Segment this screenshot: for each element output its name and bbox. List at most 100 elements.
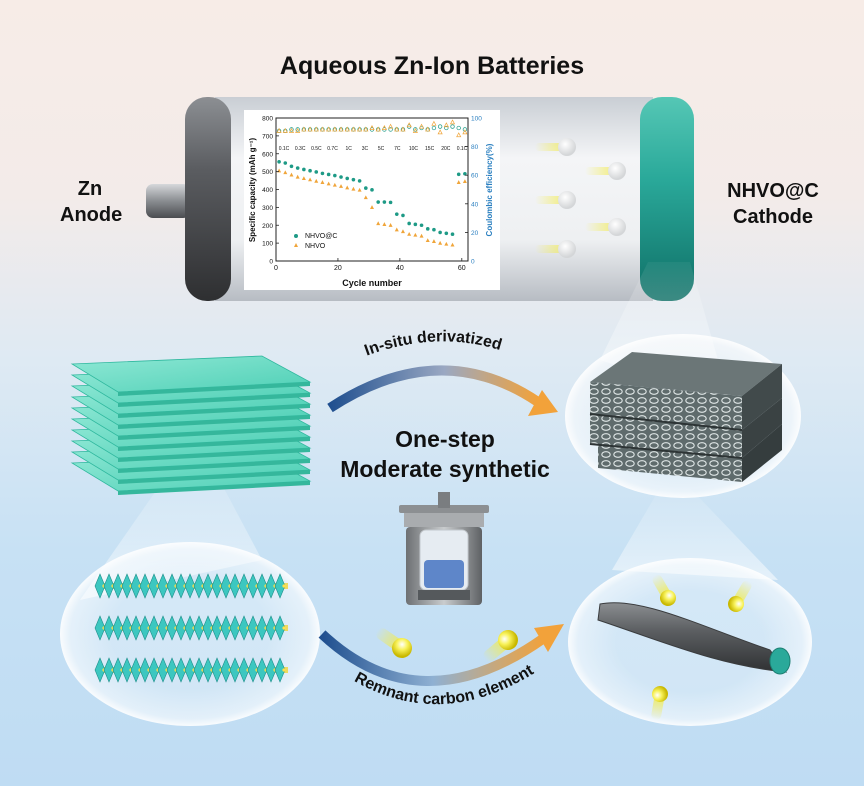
data-point: [419, 233, 424, 238]
data-point: [413, 127, 418, 132]
crystal-row: [94, 573, 288, 599]
rate-label: 0.1C: [457, 146, 468, 152]
data-point: [308, 177, 313, 182]
rate-label: 1C: [346, 146, 353, 152]
data-point: [319, 126, 326, 132]
data-point: [438, 230, 442, 235]
data-point: [400, 229, 405, 234]
data-point: [289, 127, 294, 132]
data-point: [443, 122, 449, 128]
synthesis-label-line2: Moderate synthetic: [340, 456, 550, 482]
data-point: [462, 179, 467, 184]
data-point: [388, 223, 393, 227]
data-point: [407, 231, 412, 236]
data-point: [332, 182, 337, 187]
legend-marker-nhvo-c: [294, 234, 298, 238]
data-point: [357, 187, 362, 192]
data-point: [369, 125, 375, 130]
y2-tick-label: 60: [471, 173, 479, 180]
y-tick-label: 200: [262, 223, 273, 230]
y2-tick-label: 100: [471, 116, 482, 123]
data-point: [431, 239, 436, 243]
x-tick-label: 40: [396, 265, 404, 272]
cathode-cap: [640, 97, 694, 301]
data-point: [344, 126, 350, 132]
data-point: [388, 200, 393, 205]
chart-panel: [244, 110, 500, 290]
data-point: [412, 127, 418, 133]
ion-particle: [376, 628, 412, 658]
rate-label: 0.7C: [327, 146, 338, 152]
y-tick-label: 500: [262, 169, 273, 176]
data-point: [277, 159, 281, 164]
cathode-magnified-view: [565, 334, 801, 498]
top-arrow-label: In-situ derivatized: [362, 328, 503, 359]
battery-ions: [535, 138, 626, 258]
crystal-layers: [94, 573, 288, 683]
x-axis-label: Cycle number: [342, 278, 402, 288]
data-point: [289, 172, 294, 177]
data-point: [295, 127, 300, 132]
data-point: [370, 188, 374, 192]
fiber-tube-end: [769, 647, 791, 675]
data-point: [463, 171, 467, 176]
x-tick-label: 0: [274, 265, 278, 272]
legend-marker-nhvo: [294, 243, 298, 247]
data-point: [363, 126, 369, 132]
magnify-cone-fiber: [612, 488, 778, 580]
data-point: [449, 119, 456, 125]
anode-label: Zn Anode: [60, 176, 122, 228]
data-point: [376, 221, 381, 226]
ion-particle: [535, 191, 576, 209]
data-point: [295, 174, 300, 179]
porous-carbon-block: [589, 352, 782, 482]
data-point: [418, 123, 425, 129]
data-point: [419, 223, 424, 228]
data-point: [413, 222, 418, 227]
stack-layer: [70, 355, 312, 396]
data-point: [456, 125, 461, 131]
data-point: [345, 176, 350, 181]
rate-label: 5C: [378, 146, 385, 152]
data-point: [381, 125, 387, 130]
data-point: [351, 177, 356, 182]
data-point: [462, 127, 468, 132]
chart-legend: NHVO@C NHVO: [294, 233, 337, 250]
y-tick-label: 800: [262, 116, 273, 123]
data-point: [437, 129, 443, 135]
data-point: [407, 221, 411, 226]
data-point: [444, 231, 449, 236]
cathode-label-line1: NHVO@C: [727, 180, 819, 202]
data-point: [425, 227, 430, 231]
data-point: [363, 195, 368, 200]
data-point: [308, 168, 312, 173]
data-point: [314, 170, 319, 174]
data-point: [288, 127, 295, 133]
chart-marks: [276, 119, 468, 247]
data-point: [425, 238, 430, 243]
autoclave-reactor-icon: [399, 492, 489, 605]
data-point: [382, 222, 387, 226]
y2-axis-label: Coulombic efficiency(%): [485, 143, 494, 236]
data-point: [345, 185, 350, 190]
rate-label: 0.1C: [279, 146, 290, 152]
rate-label: 20C: [441, 146, 451, 152]
data-point: [394, 227, 399, 232]
rate-label: 10C: [409, 146, 419, 152]
layered-structure-magnified-view: [60, 542, 320, 726]
data-point: [376, 200, 380, 204]
process-arrow-bottom: Remnant carbon element: [318, 624, 564, 708]
data-point: [301, 176, 306, 181]
data-point: [295, 166, 300, 170]
ion-particle: [585, 218, 626, 236]
data-point: [388, 123, 394, 129]
data-point: [314, 178, 319, 183]
y-axis-label: Specific capacity (mAh g⁻¹): [248, 138, 257, 243]
data-point: [364, 186, 368, 190]
ion-particle: [535, 240, 576, 258]
data-point: [388, 127, 393, 132]
